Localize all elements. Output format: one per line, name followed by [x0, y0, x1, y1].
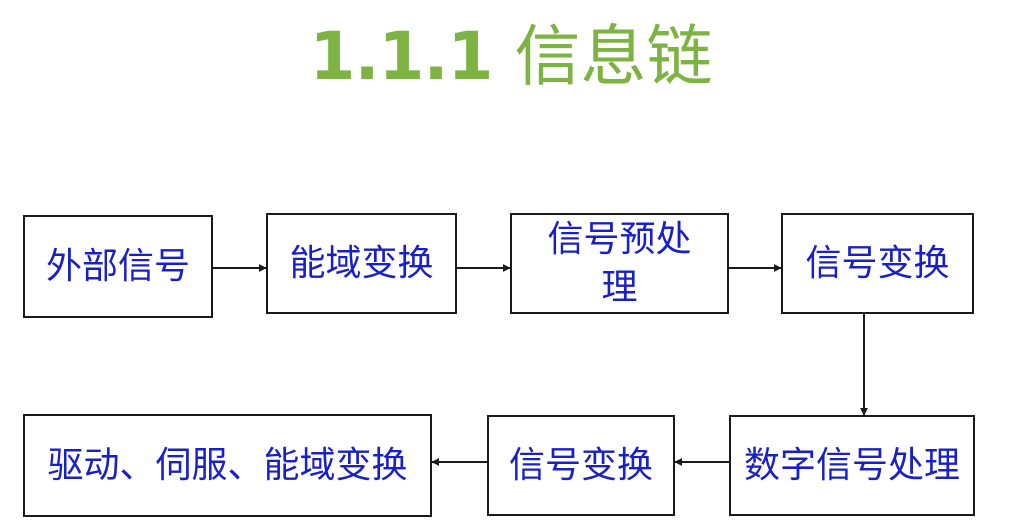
node-label: 驱动、伺服、能域变换: [47, 444, 408, 486]
node-external-signal: 外部信号: [23, 215, 213, 318]
node-signal-preprocessing: 信号预处理: [510, 213, 729, 314]
node-label: 信号预处理: [547, 218, 692, 308]
node-signal-transform-top: 信号变换: [781, 213, 974, 314]
slide-title: 1.1.1 信息链: [0, 14, 1022, 100]
node-digital-signal-processing: 数字信号处理: [729, 415, 975, 516]
node-label: 能域变换: [289, 242, 434, 284]
node-signal-transform-bottom: 信号变换: [487, 415, 675, 516]
node-energy-domain-conversion: 能域变换: [266, 213, 457, 314]
node-drive-servo-energy-conversion: 驱动、伺服、能域变换: [23, 414, 432, 517]
title-text: 信息链: [514, 18, 713, 95]
node-label: 信号变换: [805, 242, 950, 284]
node-label: 外部信号: [45, 245, 190, 287]
title-number: 1.1.1: [309, 18, 494, 95]
node-label: 信号变换: [508, 444, 653, 486]
node-label: 数字信号处理: [743, 444, 960, 486]
